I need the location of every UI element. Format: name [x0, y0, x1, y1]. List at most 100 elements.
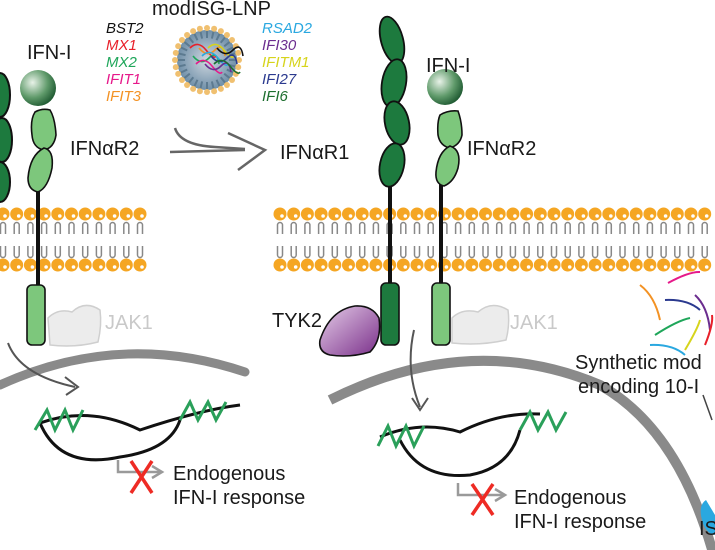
- lipid-head: [547, 207, 561, 221]
- lipid-head: [65, 258, 78, 272]
- lipid-head: [698, 258, 712, 272]
- lnp-lipid-head: [172, 49, 179, 56]
- gene-label-mx2: MX2: [106, 54, 137, 71]
- cell-membrane-left: [0, 207, 147, 272]
- gene-label-ifit3: IFIT3: [106, 88, 142, 105]
- receptor-ifnar1-middle: [378, 15, 411, 346]
- lipid-head: [533, 258, 547, 272]
- lnp-mrna-strand: [195, 59, 223, 74]
- lipid-head: [300, 207, 314, 221]
- lipid-head: [410, 207, 424, 221]
- lipid-head: [369, 258, 383, 272]
- signal-arrow-left: [7, 342, 76, 388]
- lipid-head: [51, 207, 65, 221]
- lnp-lipid-head: [178, 76, 185, 83]
- lipid-head: [355, 258, 369, 272]
- lipid-head: [65, 207, 78, 221]
- lipid-head: [506, 207, 520, 221]
- lnp-lipid-head: [184, 82, 191, 89]
- lnp-lipid-head: [229, 76, 236, 83]
- lnp-lipid-head: [175, 43, 182, 50]
- lnp-mrna-strand: [207, 43, 235, 58]
- lipid-head: [547, 258, 561, 272]
- lipid-head: [602, 258, 616, 272]
- lnp-lipid-head: [229, 37, 236, 44]
- synthetic-mrna-strand: [664, 298, 701, 311]
- lipid-head: [492, 207, 506, 221]
- lipid-head: [23, 207, 37, 221]
- lipid-head: [342, 258, 355, 272]
- lipid-head: [451, 207, 465, 221]
- lnp-lipid-head: [190, 85, 197, 92]
- lnp-lipid-head: [223, 82, 230, 89]
- lnp-lipid-head: [178, 37, 185, 44]
- lnp-mrna-strand: [210, 54, 238, 65]
- lipid-head: [629, 207, 643, 221]
- lipid-head: [106, 258, 120, 272]
- synthetic-mrna-strand: [694, 294, 711, 331]
- lipid-head: [533, 207, 547, 221]
- synthetic-mrna-strand: [649, 343, 686, 356]
- lipid-head: [670, 258, 684, 272]
- lipid-head: [616, 258, 629, 272]
- nuclear-envelope-left: [0, 349, 250, 390]
- lnp-mrna-strand: [189, 43, 217, 58]
- synthetic-label-line1: Synthetic mod: [575, 352, 702, 374]
- inhibition-x-icon-left: [129, 460, 154, 494]
- lipid-head: [133, 207, 147, 221]
- lnp-lipid-head: [190, 28, 197, 35]
- lipid-head: [574, 258, 588, 272]
- lipid-head: [23, 258, 37, 272]
- lipid-head: [328, 258, 342, 272]
- lipid-head: [410, 258, 424, 272]
- lnp-lipid-head: [196, 88, 203, 95]
- lnp-lipid-head: [235, 64, 242, 71]
- ifnar2-label-left: IFNαR2: [70, 138, 140, 160]
- lipid-head: [492, 258, 506, 272]
- jak1-label-left: JAK1: [105, 312, 153, 334]
- lipid-head: [355, 207, 369, 221]
- receptor-ifnar2-middle: [431, 110, 463, 346]
- receptor-ifnar2-left: [26, 108, 57, 346]
- synthetic-mrna-strand: [667, 270, 701, 284]
- lipid-head: [92, 258, 106, 272]
- lnp-mrna-strand: [201, 51, 229, 66]
- lipid-head: [561, 207, 575, 221]
- lnp-lipid-head: [223, 31, 230, 38]
- outcome-label-left-line2: IFN-I response: [173, 487, 306, 509]
- lnp-lipid-head: [211, 25, 218, 32]
- lipid-head: [684, 258, 698, 272]
- lnp-lipid-head: [217, 28, 224, 35]
- lipid-head: [520, 207, 534, 221]
- lipid-head: [300, 258, 314, 272]
- gene-label-bst2: BST2: [106, 20, 144, 37]
- ifnar1-label-middle: IFNαR1: [280, 142, 350, 164]
- lnp-lipid-head: [172, 64, 179, 71]
- synthetic-mrna-strand: [704, 314, 714, 346]
- lipid-head: [369, 207, 383, 221]
- receptor-ifnar1-left-partial: [0, 72, 13, 203]
- lipid-head: [0, 207, 10, 221]
- lipid-head: [602, 207, 616, 221]
- lipid-head: [588, 258, 602, 272]
- lnp-lipid-head: [235, 49, 242, 56]
- pointer-line: [702, 394, 713, 421]
- ifn-ligand-left: [20, 70, 56, 106]
- lipid-head: [92, 207, 106, 221]
- lnp-lipid-head: [204, 25, 210, 31]
- lnp-lipid-head: [236, 57, 242, 63]
- lipid-head: [629, 258, 643, 272]
- jak1-middle: [451, 304, 510, 345]
- lipid-head: [643, 258, 657, 272]
- synthetic-mrna-strand: [639, 284, 661, 321]
- transition-arrow: [169, 127, 268, 172]
- jak1-label-middle: JAK1: [510, 312, 558, 334]
- lipid-head: [643, 207, 657, 221]
- outcome-label-left-line1: Endogenous: [173, 463, 286, 485]
- lipid-head: [657, 258, 671, 272]
- lipid-head: [616, 207, 629, 221]
- lipid-head: [479, 258, 492, 272]
- gene-label-ifi6: IFI6: [262, 88, 288, 105]
- gene-label-mx1: MX1: [106, 37, 137, 54]
- lnp-lipid-head: [196, 25, 203, 32]
